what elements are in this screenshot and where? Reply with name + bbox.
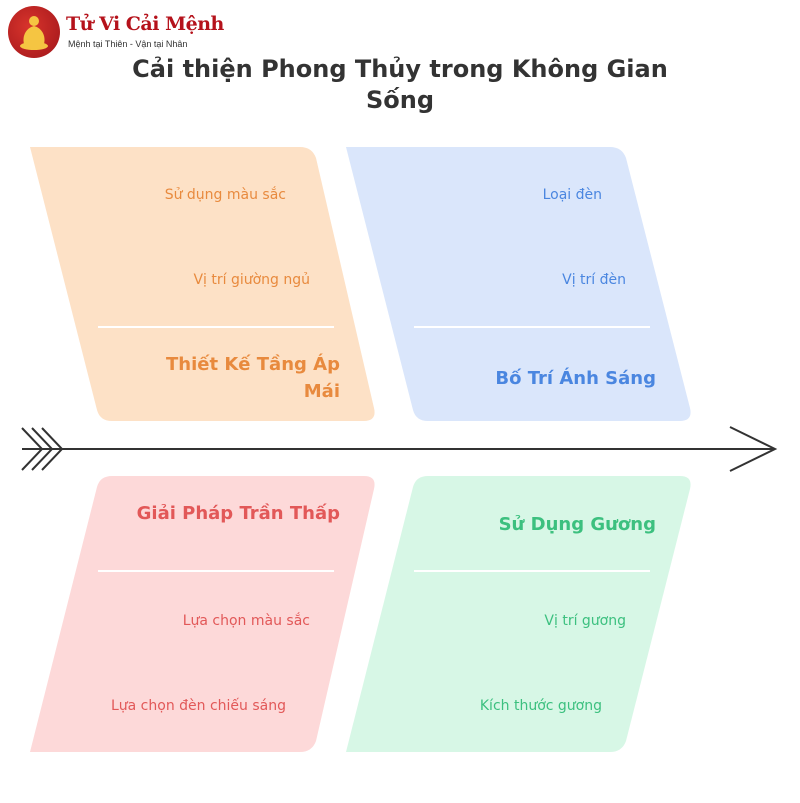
- spine-arrow: [21, 426, 778, 472]
- branch-red-item-1: Lựa chọn màu sắc: [182, 613, 310, 629]
- branch-green-shape: [346, 476, 691, 752]
- branch-blue-item-2: Vị trí đèn: [562, 272, 626, 288]
- brand-logo: Tử Vi Cải Mệnh Mệnh tại Thiên - Vận tại …: [8, 6, 224, 62]
- logo-tagline: Mệnh tại Thiên - Vận tại Nhân: [68, 39, 188, 49]
- branch-red-shape: [30, 476, 375, 752]
- branch-blue-shape: [346, 147, 691, 421]
- branch-green-item-2: Kích thước gương: [479, 698, 602, 714]
- branch-green-item-1: Vị trí gương: [544, 613, 626, 629]
- branch-blue-heading: Bố Trí Ánh Sáng: [495, 368, 656, 389]
- branch-orange-heading: Thiết Kế Tầng Áp Mái: [166, 354, 340, 402]
- logo-name: Tử Vi Cải Mệnh: [66, 13, 224, 35]
- branch-orange-item-2: Vị trí giường ngủ: [193, 272, 310, 288]
- branch-red-item-2: Lựa chọn đèn chiếu sáng: [110, 698, 286, 714]
- branch-blue-item-1: Loại đèn: [542, 187, 602, 203]
- branch-green-heading: Sử Dụng Gương: [498, 514, 656, 535]
- buddha-icon: [8, 6, 60, 58]
- branch-red-heading: Giải Pháp Trần Thấp: [136, 503, 340, 524]
- page-title: Cải thiện Phong Thủy trong Không Gian Số…: [132, 55, 668, 114]
- branch-orange-shape: [30, 147, 375, 421]
- branch-orange-item-1: Sử dụng màu sắc: [164, 187, 286, 203]
